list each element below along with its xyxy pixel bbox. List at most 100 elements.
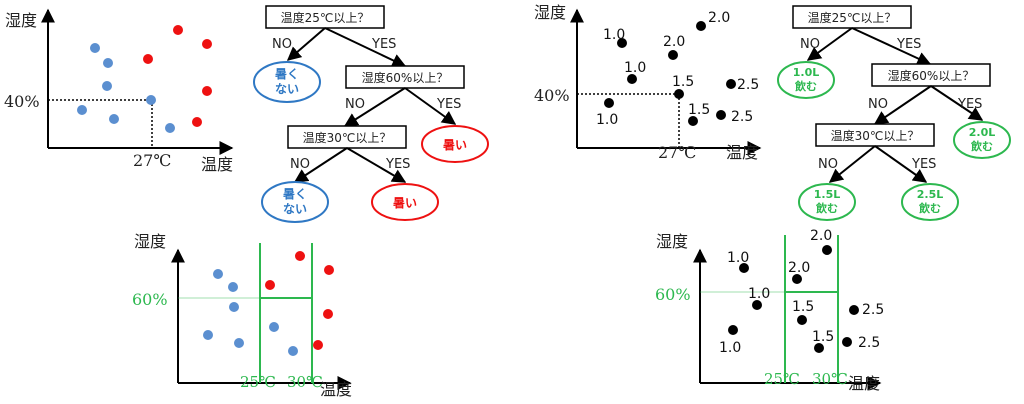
- point-value-label: 1.5: [688, 102, 710, 118]
- leaf-not-hot-1-line2: ない: [275, 82, 299, 96]
- node-q3-label: 温度30℃以上？: [303, 130, 392, 145]
- leaf-not-hot-2-line2: ない: [283, 202, 307, 216]
- point: [668, 50, 678, 60]
- point: [728, 325, 738, 335]
- point: [674, 89, 684, 99]
- leaf-1-0L-line1: 1.0L: [793, 66, 820, 79]
- x-axis-label: 温度: [201, 155, 233, 174]
- point-not-hot: [228, 282, 238, 292]
- edge-q3-yes: [346, 147, 407, 183]
- edge-q2-no: [343, 87, 406, 127]
- point: [849, 305, 859, 315]
- node-q2-label: 湿度60%以上？: [888, 68, 975, 83]
- leaf-not-hot-1-line1: 暑く: [275, 67, 299, 81]
- leaf-1-5L: [798, 183, 856, 221]
- leaf-not-hot-2: [261, 181, 329, 223]
- y-axis-label: 湿度: [5, 11, 37, 30]
- y-threshold-label: 60%: [132, 290, 168, 309]
- leaf-2-0L-line1: 2.0L: [969, 126, 996, 139]
- leaf-2-0L-line2: 飲む: [970, 139, 993, 153]
- scatter-regression: 湿度 温度 40% 27℃ 1.01.01.02.02.01.51.52.52.…: [534, 3, 762, 162]
- point: [792, 274, 802, 284]
- leaf-hot-2: [371, 183, 439, 221]
- point-hot: [202, 86, 212, 96]
- leaf-2-5L: [901, 183, 959, 221]
- point: [739, 263, 749, 273]
- point: [822, 245, 832, 255]
- point-value-label: 1.0: [719, 340, 741, 356]
- edge-q3-no: [293, 147, 348, 183]
- edge-q1-yes-label: YES: [896, 37, 921, 52]
- edge-q1-no-label: NO: [272, 37, 292, 52]
- x-axis-label: 温度: [848, 374, 880, 393]
- edge-q1-no: [286, 27, 326, 61]
- point-hot: [202, 39, 212, 49]
- point-not-hot: [213, 269, 223, 279]
- leaf-1-5L-line2: 飲む: [815, 201, 838, 215]
- node-q3-label: 温度30℃以上？: [831, 128, 920, 143]
- point-value-label: 1.0: [624, 60, 646, 76]
- edge-q2-no-label: NO: [345, 97, 365, 112]
- edge-q2-yes: [930, 85, 984, 121]
- point-not-hot: [269, 322, 279, 332]
- threshold-y-label: 40%: [4, 92, 40, 111]
- edge-q1-no-label: NO: [800, 37, 820, 52]
- partition-classification: 湿度 温度 60% 25℃ 30℃: [132, 232, 352, 399]
- edge-q2-yes-label: YES: [436, 97, 461, 112]
- edge-q2-no: [873, 85, 932, 125]
- leaf-hot-1: [421, 125, 489, 163]
- y-axis-label: 湿度: [534, 3, 566, 22]
- leaf-2-5L-line1: 2.5L: [917, 188, 944, 201]
- leaf-2-0L: [953, 121, 1011, 159]
- leaf-not-hot-1: [253, 61, 321, 103]
- scatter-classification: 湿度 温度 40% 27℃: [4, 8, 234, 174]
- point-value-label: 2.5: [862, 302, 884, 318]
- point-hot: [173, 25, 183, 35]
- point-hot: [323, 309, 333, 319]
- point-not-hot: [109, 114, 119, 124]
- point-value-label: 2.5: [737, 77, 759, 93]
- point: [842, 337, 852, 347]
- edge-q3-no: [828, 145, 876, 183]
- point-hot: [143, 54, 153, 64]
- edge-q3-no-label: NO: [290, 157, 310, 172]
- point-not-hot: [146, 95, 156, 105]
- point-not-hot: [229, 302, 239, 312]
- threshold-y-label: 40%: [534, 86, 570, 105]
- point-value-label: 1.0: [596, 112, 618, 128]
- point-hot: [313, 340, 323, 350]
- point-value-label: 2.5: [731, 109, 753, 125]
- point-hot: [192, 117, 202, 127]
- edge-q3-no-label: NO: [818, 157, 838, 172]
- edge-q2-no-label: NO: [868, 97, 888, 112]
- edge-q3-yes-label: YES: [911, 157, 936, 172]
- point: [688, 116, 698, 126]
- point: [797, 315, 807, 325]
- node-q1-label: 温度25℃以上？: [808, 10, 897, 25]
- point-not-hot: [288, 346, 298, 356]
- threshold-x-label: 27℃: [658, 143, 696, 162]
- point: [604, 98, 614, 108]
- leaf-1-0L: [777, 61, 835, 99]
- leaf-not-hot-2-line1: 暑く: [283, 187, 307, 201]
- edge-q1-yes: [851, 27, 932, 66]
- y-axis-label: 湿度: [656, 232, 688, 251]
- y-threshold-label: 60%: [655, 285, 691, 304]
- point-value-label: 1.0: [727, 250, 749, 266]
- edge-q3-yes: [874, 145, 928, 183]
- point: [814, 343, 824, 353]
- point-value-label: 2.0: [663, 34, 685, 50]
- point-value-label: 2.0: [708, 10, 730, 26]
- edge-q2-yes: [404, 87, 457, 125]
- edge-q1-no: [806, 27, 853, 61]
- point-not-hot: [165, 123, 175, 133]
- point-hot: [324, 265, 334, 275]
- threshold-x-label: 27℃: [133, 151, 171, 170]
- point-value-label: 1.5: [672, 74, 694, 90]
- leaf-hot-2-label: 暑い: [393, 196, 417, 210]
- point: [696, 21, 706, 31]
- leaf-hot-1-label: 暑い: [443, 138, 467, 152]
- point-not-hot: [77, 105, 87, 115]
- point-not-hot: [102, 81, 112, 91]
